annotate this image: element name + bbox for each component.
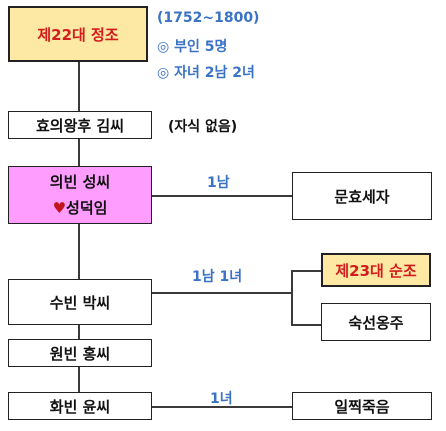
- spouse-name: 원빈 홍씨: [49, 344, 111, 363]
- child-name: 일찍죽음: [334, 397, 390, 416]
- child-name: 숙선옹주: [348, 313, 404, 332]
- king-children-line: ◎ 자녀 2남 2녀: [157, 62, 255, 82]
- king-box: 제22대 정조: [8, 6, 148, 62]
- connector-to-sunjo: [291, 270, 321, 272]
- child-name: 문효세자: [334, 187, 390, 206]
- king-consorts: 부인 5명: [174, 39, 228, 55]
- connector-subin-children: [152, 292, 292, 294]
- children-label-uibin: 1남: [207, 175, 230, 191]
- connector-children-vertical: [291, 270, 293, 326]
- king-title: 제22대 정조: [37, 25, 119, 44]
- bullet-icon: ◎: [157, 39, 170, 55]
- spouse-subname-line: ♥성덕임: [53, 195, 108, 221]
- child-box-sunjo: 제23대 순조: [321, 253, 431, 287]
- spouse-box-hyoui: 효의왕후 김씨: [8, 111, 152, 139]
- children-label-hwabin: 1녀: [210, 391, 233, 407]
- spouse-box-wonbin: 원빈 홍씨: [8, 339, 152, 367]
- connector-hwabin-child: [152, 406, 292, 408]
- bullet-icon: ◎: [157, 65, 170, 81]
- spouse-name: 화빈 윤씨: [49, 397, 111, 416]
- spouse-box-subin: 수빈 박씨: [8, 279, 152, 325]
- connector-to-sukseon: [291, 324, 321, 326]
- spouse-name: 의빈 성씨: [49, 173, 111, 191]
- spouse-box-uibin: 의빈 성씨 ♥성덕임: [8, 166, 152, 224]
- spouse-note-no-children: (자식 없음): [168, 119, 238, 135]
- king-years: (1752~1800): [157, 10, 260, 26]
- heart-icon: ♥: [52, 199, 67, 217]
- children-label-subin: 1남 1녀: [192, 269, 243, 285]
- spouse-subname: 성덕임: [66, 199, 108, 217]
- child-box-sukseon: 숙선옹주: [321, 303, 431, 341]
- spouse-box-hwabin: 화빈 윤씨: [8, 392, 152, 420]
- spouse-name: 효의왕후 김씨: [35, 116, 125, 135]
- child-box-early-death: 일찍죽음: [292, 392, 432, 420]
- king-children-count: 자녀 2남 2녀: [174, 65, 255, 81]
- spouse-name: 수빈 박씨: [49, 293, 111, 312]
- child-name: 제23대 순조: [335, 261, 417, 280]
- main-trunk-line: [78, 62, 80, 407]
- child-box-munhyo: 문효세자: [292, 172, 432, 220]
- connector-uibin-munhyo: [152, 195, 292, 197]
- king-consorts-line: ◎ 부인 5명: [157, 36, 227, 56]
